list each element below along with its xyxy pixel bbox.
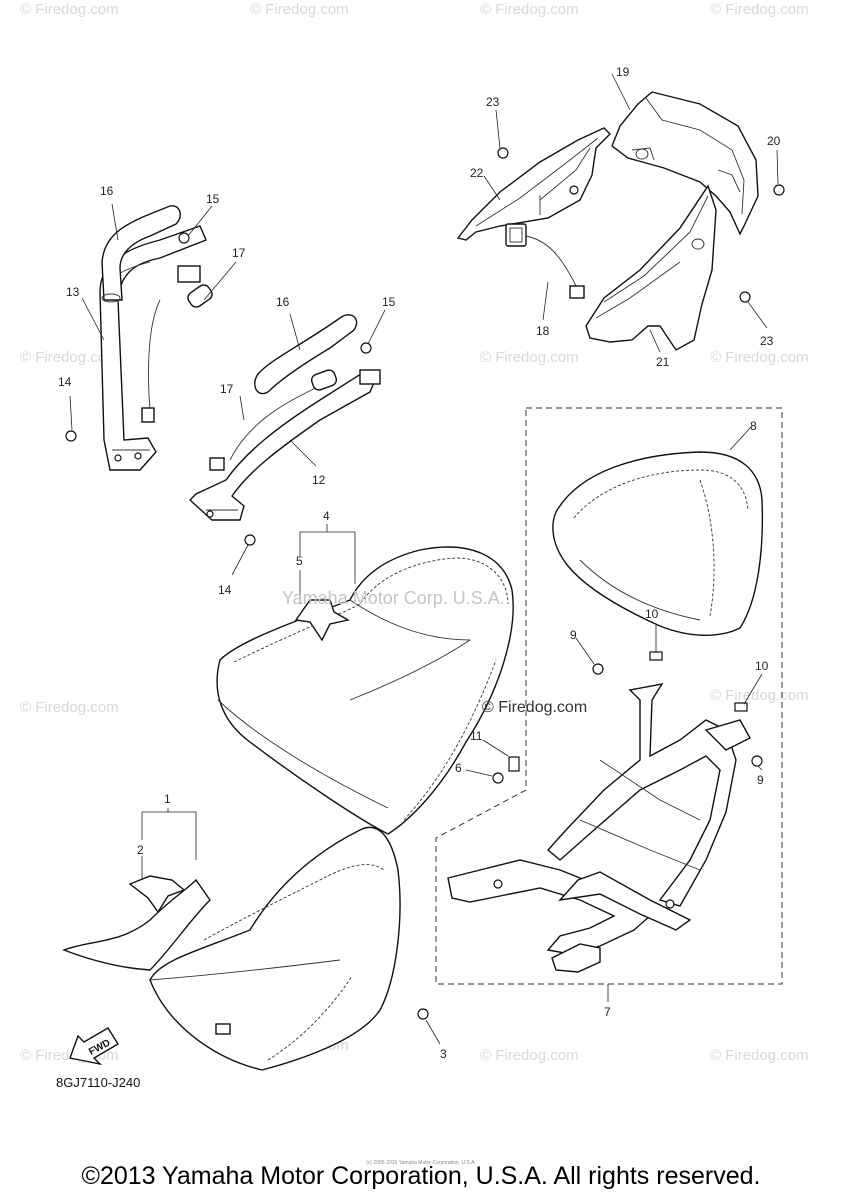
callout-12: 12 <box>312 473 326 487</box>
backrest-frame <box>447 683 751 973</box>
watermark: © Firedog.com <box>480 349 579 366</box>
callout-2: 2 <box>137 843 144 857</box>
callout-15: 15 <box>206 192 220 206</box>
callout-11: 11 <box>470 729 483 743</box>
bracket-15-left <box>177 232 201 283</box>
callout-14: 14 <box>218 583 232 597</box>
callout-17: 17 <box>232 246 246 260</box>
callout-17: 17 <box>220 382 234 396</box>
callout-6: 6 <box>455 761 462 775</box>
side-cover-22 <box>456 127 611 241</box>
side-cover-19 <box>611 91 759 236</box>
callout-5: 5 <box>296 554 303 568</box>
callout-15: 15 <box>382 295 396 309</box>
copyright-notice: ©2013 Yamaha Motor Corporation, U.S.A. A… <box>81 1162 761 1190</box>
callout-7: 7 <box>604 1005 611 1019</box>
callout-19: 19 <box>616 65 630 79</box>
callout-9: 9 <box>757 773 764 787</box>
callout-4: 4 <box>323 509 330 523</box>
watermark: © Firedog.com <box>480 1047 579 1064</box>
firedog-watermark: © Firedog.com <box>482 699 587 716</box>
callout-8: 8 <box>750 419 757 433</box>
watermark: © Firedog.com <box>250 1 349 18</box>
leader-lines <box>69 73 779 1045</box>
watermark: © Firedog.com <box>20 349 119 366</box>
callout-14: 14 <box>58 375 72 389</box>
tiny-credit: (c) 2005-2015 Yamaha Motor Corporation, … <box>366 1160 476 1166</box>
watermark: © Firedog.com <box>20 699 119 716</box>
diagram-code: 8GJ7110-J240 <box>56 1075 140 1090</box>
callout-13: 13 <box>66 285 80 299</box>
grip-16-center <box>254 314 358 395</box>
callout-23: 23 <box>760 334 774 348</box>
callout-numbers: 1 2 3 4 5 6 7 8 9 9 10 10 11 12 13 14 14… <box>58 65 781 1061</box>
backrest-assembly-box <box>435 407 783 985</box>
callout-10: 10 <box>645 607 659 621</box>
seat-bracket-2 <box>128 875 186 914</box>
side-cover-21 <box>585 184 717 351</box>
callout-20: 20 <box>767 134 781 148</box>
bolt-14-center <box>244 534 256 546</box>
callout-21: 21 <box>656 355 670 369</box>
seat-bracket-5 <box>294 599 350 642</box>
callout-22: 22 <box>470 166 484 180</box>
watermark: © Firedog.com <box>20 1 119 18</box>
wire-17-center <box>209 369 338 471</box>
watermark: © Firedog.com <box>710 1 809 18</box>
callout-16: 16 <box>100 184 114 198</box>
bolt-3 <box>417 1008 429 1020</box>
bolts-backrest <box>492 651 763 784</box>
callout-23: 23 <box>486 95 500 109</box>
watermark: © Firedog.com <box>710 349 809 366</box>
watermark: © Firedog.com <box>710 1047 809 1064</box>
watermark: © Firedog.com <box>480 1 579 18</box>
wire-harness-18 <box>505 223 585 299</box>
callout-18: 18 <box>536 324 550 338</box>
wire-17-left <box>141 284 213 423</box>
bolt-14-left <box>65 430 77 442</box>
center-watermark: Yamaha Motor Corp. U.S.A. <box>282 588 505 608</box>
callout-3: 3 <box>440 1047 447 1061</box>
callout-16: 16 <box>276 295 290 309</box>
rear-seat-4 <box>216 546 514 835</box>
bolts-top-right <box>497 147 785 303</box>
front-seat-1 <box>62 826 401 1071</box>
bracket-15-center <box>359 342 381 385</box>
grip-16-left <box>101 205 181 303</box>
watermark: © Firedog.com <box>710 687 809 704</box>
callout-10: 10 <box>755 659 769 673</box>
callout-9: 9 <box>570 628 577 642</box>
backrest-8 <box>552 451 764 636</box>
grab-bar-12 <box>188 371 377 521</box>
callout-1: 1 <box>164 792 171 806</box>
